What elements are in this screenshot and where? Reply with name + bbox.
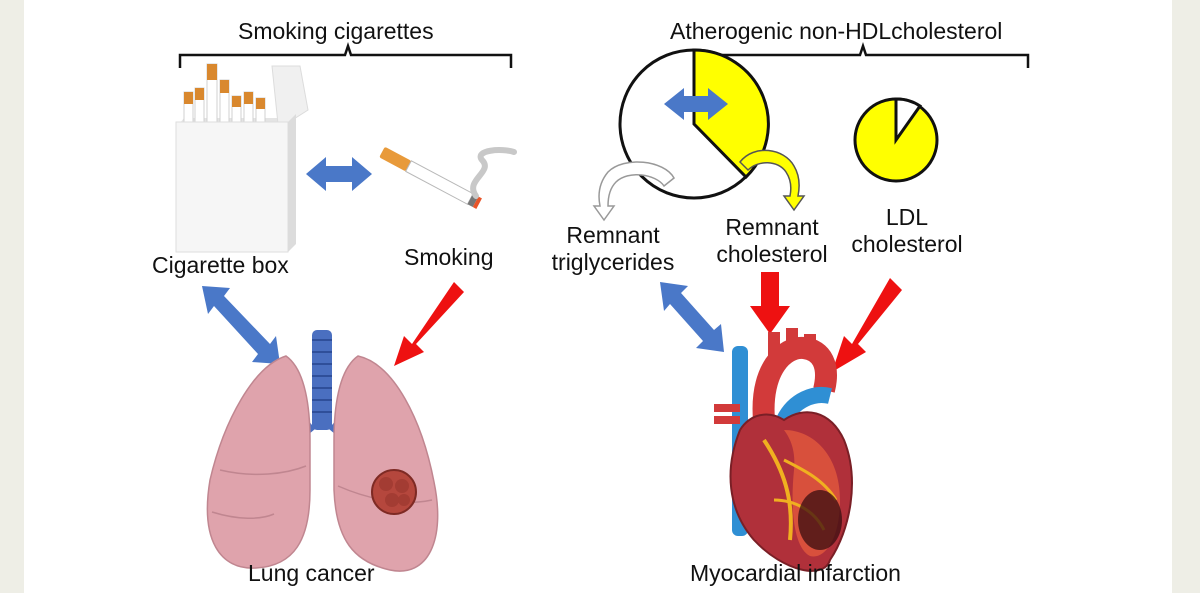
remnant-tg-line2: triglycerides	[551, 249, 675, 275]
lung-cancer-label: Lung cancer	[248, 560, 375, 586]
pie-exchange-arrow	[664, 88, 728, 120]
smoke-icon	[470, 147, 517, 199]
smoking-cigarettes-title: Smoking cigarettes	[238, 18, 434, 44]
myocardial-infarction-label: Myocardial infarction	[690, 560, 901, 586]
remnant-tg-curved-arrow	[592, 161, 675, 222]
remnant-cholesterol-label: Remnant cholesterol	[706, 214, 838, 268]
diagram-graphics	[175, 42, 1030, 572]
ldl-mi-causal-arrow	[832, 278, 902, 372]
remnant-triglycerides-label: Remnant triglycerides	[542, 222, 684, 276]
box-lungcancer-association-arrow	[202, 286, 280, 364]
remnant-tg-mi-association-arrow	[660, 282, 724, 352]
smoking-cigarettes-bracket	[178, 42, 513, 68]
remnant-chol-line2: cholesterol	[716, 241, 828, 267]
remnant-chol-line1: Remnant	[725, 214, 819, 240]
ldl-pie-chart	[853, 97, 939, 183]
ldl-line1: LDL	[885, 204, 929, 230]
ldl-line2: cholesterol	[851, 231, 963, 257]
infarct-area	[798, 490, 842, 550]
remnant-chol-mi-causal-arrow	[750, 272, 790, 334]
non-hdl-pie-chart	[592, 48, 806, 222]
cigarette-box-label: Cigarette box	[152, 252, 289, 278]
heart-icon	[714, 328, 853, 572]
lungs-icon	[206, 330, 439, 572]
smoking-label: Smoking	[404, 244, 494, 270]
ldl-remainder-slice	[894, 97, 923, 145]
cigarette-box-icon	[175, 63, 309, 253]
remnant-chol-curved-arrow	[739, 149, 806, 212]
figure-canvas: Smoking cigarettes Cigarette box Smoking…	[24, 0, 1172, 593]
remnant-tg-line1: Remnant	[566, 222, 660, 248]
non-hdl-bracket	[692, 42, 1030, 68]
ldl-cholesterol-label: LDL cholesterol	[844, 204, 970, 258]
non-hdl-title: Atherogenic non-HDLcholesterol	[670, 18, 1003, 44]
cigarette-icon	[379, 147, 517, 209]
box-smoking-association-arrow	[306, 157, 372, 191]
tumor-icon	[371, 469, 417, 515]
smoking-lungcancer-causal-arrow	[394, 282, 464, 366]
